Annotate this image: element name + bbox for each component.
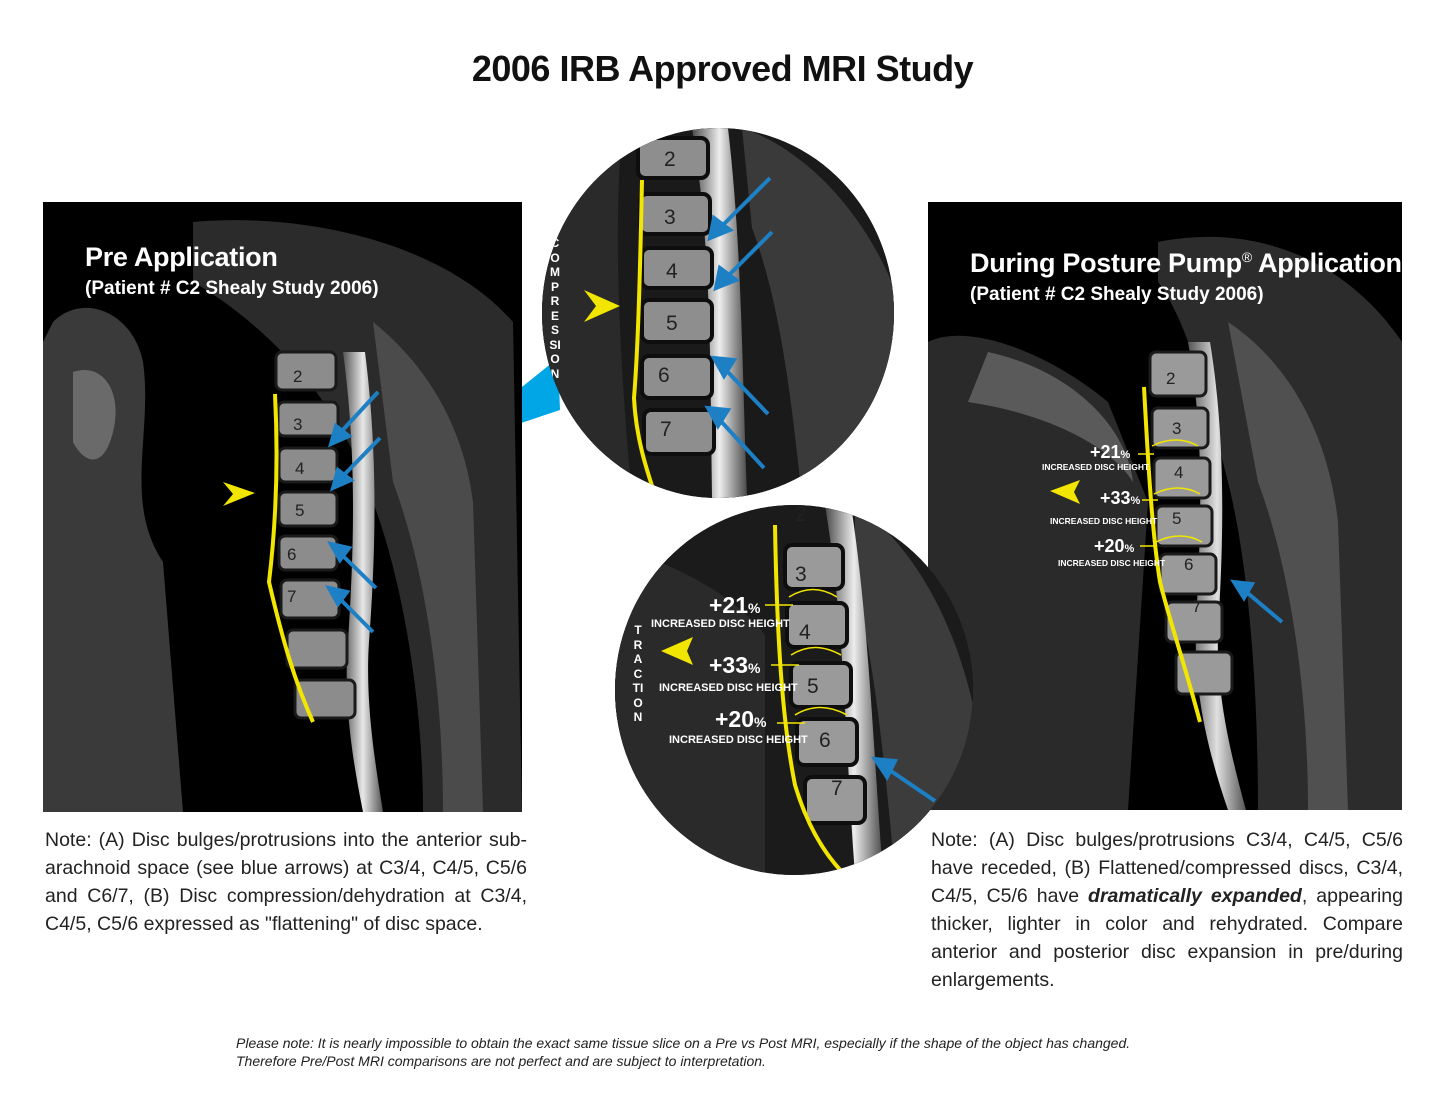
pre-heading: Pre Application — [85, 242, 278, 272]
during-vertebra-4: 4 — [1174, 463, 1183, 482]
during-pct-1-label: INCREASED DISC HEIGHT — [1042, 462, 1150, 472]
compression-zoom-image: 2 3 4 5 6 7 — [542, 128, 894, 498]
zoom-traction-vertebra-7: 7 — [831, 777, 843, 800]
pre-vertebra-5: 5 — [295, 501, 304, 520]
svg-text:+21%: +21% — [1090, 442, 1131, 462]
compression-zoom-circle: 2 3 4 5 6 7 COMPRESSION — [542, 128, 894, 498]
svg-text:+33%: +33% — [1100, 488, 1141, 508]
during-heading: During Posture Pump® Application — [970, 248, 1402, 279]
zoom-compression-vertebra-5: 5 — [666, 312, 678, 335]
zoom-compression-vertebra-3: 3 — [664, 206, 676, 229]
zoom-pct-2-label: INCREASED DISC HEIGHT — [659, 682, 798, 694]
zoom-pct-3-unit: % — [754, 714, 767, 730]
zoom-traction-vertebra-5: 5 — [807, 675, 819, 698]
during-note-emphasis: dramatically expanded — [1088, 885, 1302, 907]
zoom-pct-3-label: INCREASED DISC HEIGHT — [669, 734, 808, 746]
zoom-compression-vertebra-4: 4 — [666, 260, 678, 283]
during-application-mri: 2 3 4 5 6 7 +21% INCREASED DISC HEIGHT +… — [928, 202, 1402, 810]
pre-vertebra-7: 7 — [287, 587, 296, 606]
traction-zoom-circle: 3 4 5 6 7 2 +21% INCREASED DISC HEIGHT +… — [615, 505, 973, 875]
footnote-line-1: Please note: It is nearly impossible to … — [236, 1035, 1131, 1051]
pre-mri-image: 2 3 4 5 6 7 — [43, 220, 522, 812]
zoom-traction-vertebra-2: 2 — [795, 505, 807, 526]
page-title: 2006 IRB Approved MRI Study — [471, 48, 974, 89]
pre-application-mri: 2 3 4 5 6 7 Pre Application (Patient # C… — [43, 202, 522, 812]
svg-text:+20%: +20% — [715, 706, 767, 732]
traction-zoom-image: 3 4 5 6 7 2 +21% INCREASED DISC HEIGHT +… — [615, 505, 973, 875]
zoom-pct-2-unit: % — [748, 660, 761, 676]
during-vertebra-6: 6 — [1184, 555, 1193, 574]
svg-text:+21%: +21% — [709, 592, 761, 618]
during-pct-3-unit: % — [1125, 543, 1135, 555]
during-pct-2-unit: % — [1131, 495, 1141, 507]
during-pct-3-value: +20 — [1094, 536, 1125, 556]
zoom-pct-2-value: +33 — [709, 652, 748, 678]
svg-text:+20%: +20% — [1094, 536, 1135, 556]
svg-text:+33%: +33% — [709, 652, 761, 678]
during-note-end: , appearing thicker, lighter in color an… — [931, 885, 1403, 991]
during-vertebra-2: 2 — [1166, 369, 1175, 388]
during-pct-1-unit: % — [1121, 449, 1131, 461]
zoom-pct-1-unit: % — [748, 600, 761, 616]
zoom-compression-vertebra-6: 6 — [658, 364, 670, 387]
during-pct-3-label: INCREASED DISC HEIGHT — [1058, 558, 1166, 568]
zoom-pct-1-label: INCREASED DISC HEIGHT — [651, 618, 790, 630]
pre-vertebra-6: 6 — [287, 545, 296, 564]
zoom-pct-3-value: +20 — [715, 706, 754, 732]
during-vertebra-7: 7 — [1192, 597, 1201, 616]
during-mri-image: 2 3 4 5 6 7 +21% INCREASED DISC HEIGHT +… — [928, 236, 1402, 810]
during-pct-2-value: +33 — [1100, 488, 1131, 508]
footnote-line-2: Therefore Pre/Post MRI comparisons are n… — [236, 1053, 766, 1069]
registered-mark: ® — [1241, 249, 1252, 265]
during-note-start: Note: (A) Disc bulges/protrusions C3/4, … — [931, 829, 1403, 907]
pre-vertebra-2: 2 — [293, 367, 302, 386]
during-heading-main: During Posture Pump — [970, 248, 1242, 278]
during-pct-1-value: +21 — [1090, 442, 1121, 462]
during-note: Note: (A) Disc bulges/protrusions C3/4, … — [931, 826, 1403, 994]
disclaimer-footnote: Please note: It is nearly impossible to … — [236, 1034, 1216, 1070]
during-heading-tail: Application — [1251, 248, 1402, 278]
zoom-pct-1-value: +21 — [709, 592, 748, 618]
during-subheading: (Patient # C2 Shealy Study 2006) — [970, 284, 1264, 305]
pre-note: Note: (A) Disc bulges/protrusions into t… — [45, 829, 527, 935]
pre-vertebra-3: 3 — [293, 415, 302, 434]
zoom-traction-vertebra-3: 3 — [795, 563, 807, 586]
pre-subheading: (Patient # C2 Shealy Study 2006) — [85, 278, 379, 299]
zoom-traction-vertebra-4: 4 — [799, 621, 811, 644]
during-vertebra-5: 5 — [1172, 509, 1181, 528]
pre-vertebra-4: 4 — [295, 459, 304, 478]
zoom-traction-vertebra-6: 6 — [819, 729, 831, 752]
zoom-compression-vertebra-7: 7 — [660, 418, 672, 441]
during-vertebra-3: 3 — [1172, 419, 1181, 438]
traction-label: TRACTION — [632, 623, 644, 724]
compression-label: COMPRESSION — [549, 236, 561, 381]
during-pct-2-label: INCREASED DISC HEIGHT — [1050, 516, 1158, 526]
zoom-compression-vertebra-2: 2 — [664, 148, 676, 171]
